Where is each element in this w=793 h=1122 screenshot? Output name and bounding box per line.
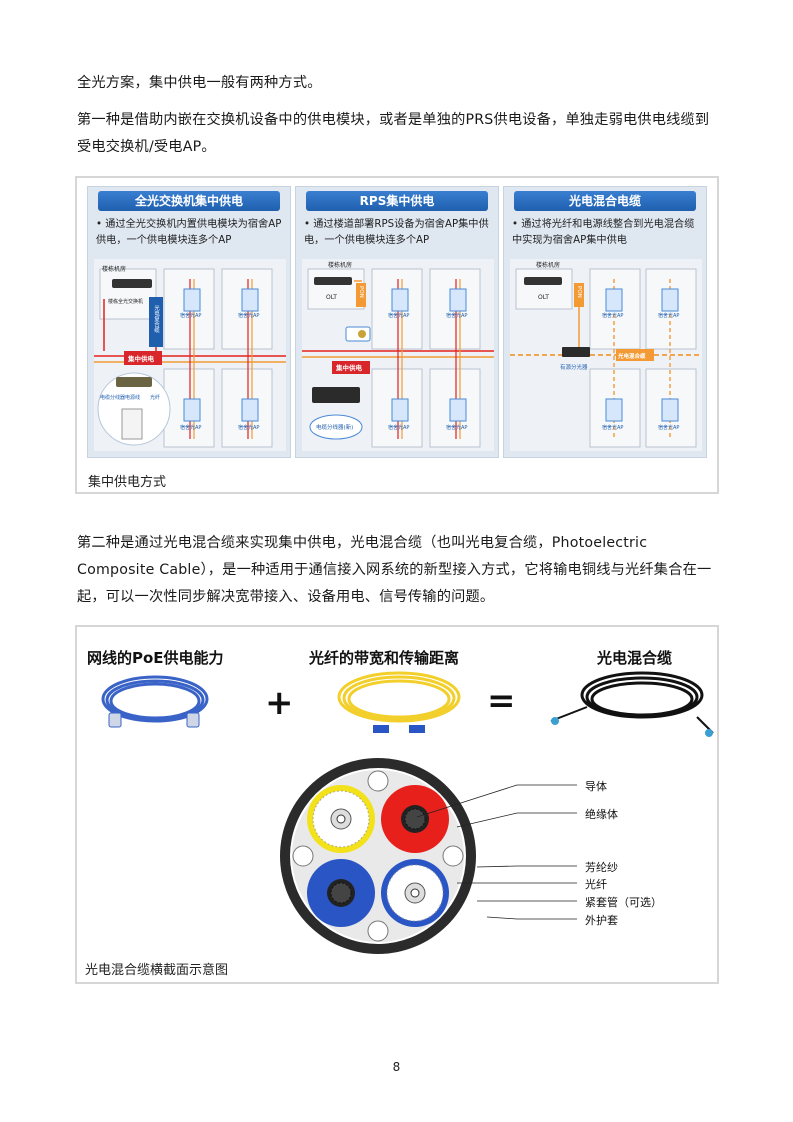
equals-operator: =: [487, 681, 516, 721]
paragraph-method-one: 第一种是借助内嵌在交换机设备中的供电模块，或者是单独的PRS供电设备，单独走弱电…: [77, 112, 710, 155]
olt-label: OLT: [538, 294, 549, 301]
label-insulator: 绝缘体: [585, 808, 618, 821]
ap-label: 宿舍光AP: [238, 424, 259, 431]
panel-title: RPS集中供电: [306, 191, 488, 211]
cross-section-leaders: [417, 784, 577, 920]
ap-label: 宿舍光AP: [388, 312, 409, 319]
pon-label: PON: [576, 286, 582, 298]
olt-label: OLT: [326, 294, 337, 301]
ap-label: 宿舍光AP: [658, 312, 679, 319]
ap-label: 宿舍光AP: [446, 424, 467, 431]
panel-description: • 通过全光交换机内置供电模块为宿舍AP供电，一个供电模块连多个AP: [96, 219, 282, 246]
diagram-switch-power: 楼栋机房 楼栋全光交换机 光电复合缆 集中供电 宿舍光AP 宿舍光AP 宿舍光A…: [94, 259, 286, 451]
figure-central-power: 全光交换机集中供电 • 通过全光交换机内置供电模块为宿舍AP供电，一个供电模块连…: [75, 176, 719, 494]
plus-operator: +: [265, 683, 294, 723]
ap-label: 宿舍光AP: [388, 424, 409, 431]
cable-cross-section: [280, 758, 476, 954]
title-poe: 网线的PoE供电能力: [87, 649, 224, 667]
label-fiber: 光纤: [585, 878, 607, 891]
pon-label: PON: [358, 286, 364, 298]
panel-rps-power: RPS集中供电 • 通过楼道部署RPS设备为宿舍AP集中供电，一个供电模块连多个…: [295, 186, 499, 458]
label-jacket: 外护套: [585, 914, 618, 927]
rps-label: 电缆分线器(新): [316, 423, 353, 431]
room-label: 楼栋机房: [328, 261, 352, 269]
panel-title: 全光交换机集中供电: [98, 191, 280, 211]
ap-label: 宿舍光AP: [602, 424, 623, 431]
label-tight-buffer: 紧套管（可选）: [585, 896, 662, 909]
feed-label: 集中供电: [127, 354, 155, 363]
ap-label: 宿舍光AP: [180, 424, 201, 431]
title-fiber: 光纤的带宽和传输距离: [309, 649, 460, 667]
panel-hybrid-cable: 光电混合电缆 • 通过将光纤和电源线整合到光电混合缆中实现为宿舍AP集中供电 楼…: [503, 186, 707, 458]
box-label: 有源分光器: [560, 363, 588, 371]
panel-title: 光电混合电缆: [514, 191, 696, 211]
figure-hybrid-cable: 网线的PoE供电能力 光纤的带宽和传输距离 光电混合缆 + =: [75, 625, 719, 984]
title-hybrid: 光电混合缆: [597, 649, 673, 667]
ap-label: 宿舍光AP: [180, 312, 201, 319]
splitter-label: 电缆分线器电源线: [100, 394, 140, 401]
panel-description: • 通过楼道部署RPS设备为宿舍AP集中供电，一个供电模块连多个AP: [304, 219, 489, 246]
ap-label: 宿舍光AP: [446, 312, 467, 319]
hybrid-cable-image: [550, 671, 714, 737]
label-conductor: 导体: [585, 780, 607, 793]
ap-label: 宿舍光AP: [658, 424, 679, 431]
label-aramid: 芳纶纱: [585, 861, 618, 874]
diagram-rps-power: 楼栋机房 OLT PON 集中供电 宿舍光AP 宿舍光AP 宿舍光AP 宿舍光A…: [302, 259, 494, 451]
room-label: 楼栋机房: [536, 261, 560, 269]
panel-description: • 通过将光纤和电源线整合到光电混合缆中实现为宿舍AP集中供电: [512, 219, 695, 246]
diagram-hybrid-cable: 楼栋机房 OLT PON 有源分光器 光电混合缆 宿舍光AP 宿舍光AP 宿舍光…: [510, 259, 702, 451]
feed-label: 集中供电: [335, 363, 363, 372]
ethernet-cable-image: [101, 675, 209, 728]
page-number: 8: [392, 1060, 401, 1074]
switch-label: 楼栋全光交换机: [108, 298, 143, 305]
room-label: 楼栋机房: [102, 265, 126, 273]
figure-caption: 集中供电方式: [88, 475, 167, 490]
ap-label: 宿舍光AP: [602, 312, 623, 319]
paragraph-intro: 全光方案，集中供电一般有两种方式。: [77, 75, 322, 91]
paragraph-method-two: 第二种是通过光电混合缆来实现集中供电，光电混合缆（也叫光电复合缆，Photoel…: [77, 535, 712, 605]
figure-caption: 光电混合缆横截面示意图: [85, 963, 229, 978]
fiber-cable-image: [337, 671, 461, 733]
ap-label: 宿舍光AP: [238, 312, 259, 319]
hybrid-label: 光电混合缆: [617, 352, 646, 360]
cable-vertical-label: 光电复合缆: [153, 304, 160, 334]
light-label: 光纤: [150, 394, 160, 401]
panel-switch-power: 全光交换机集中供电 • 通过全光交换机内置供电模块为宿舍AP供电，一个供电模块连…: [87, 186, 291, 458]
